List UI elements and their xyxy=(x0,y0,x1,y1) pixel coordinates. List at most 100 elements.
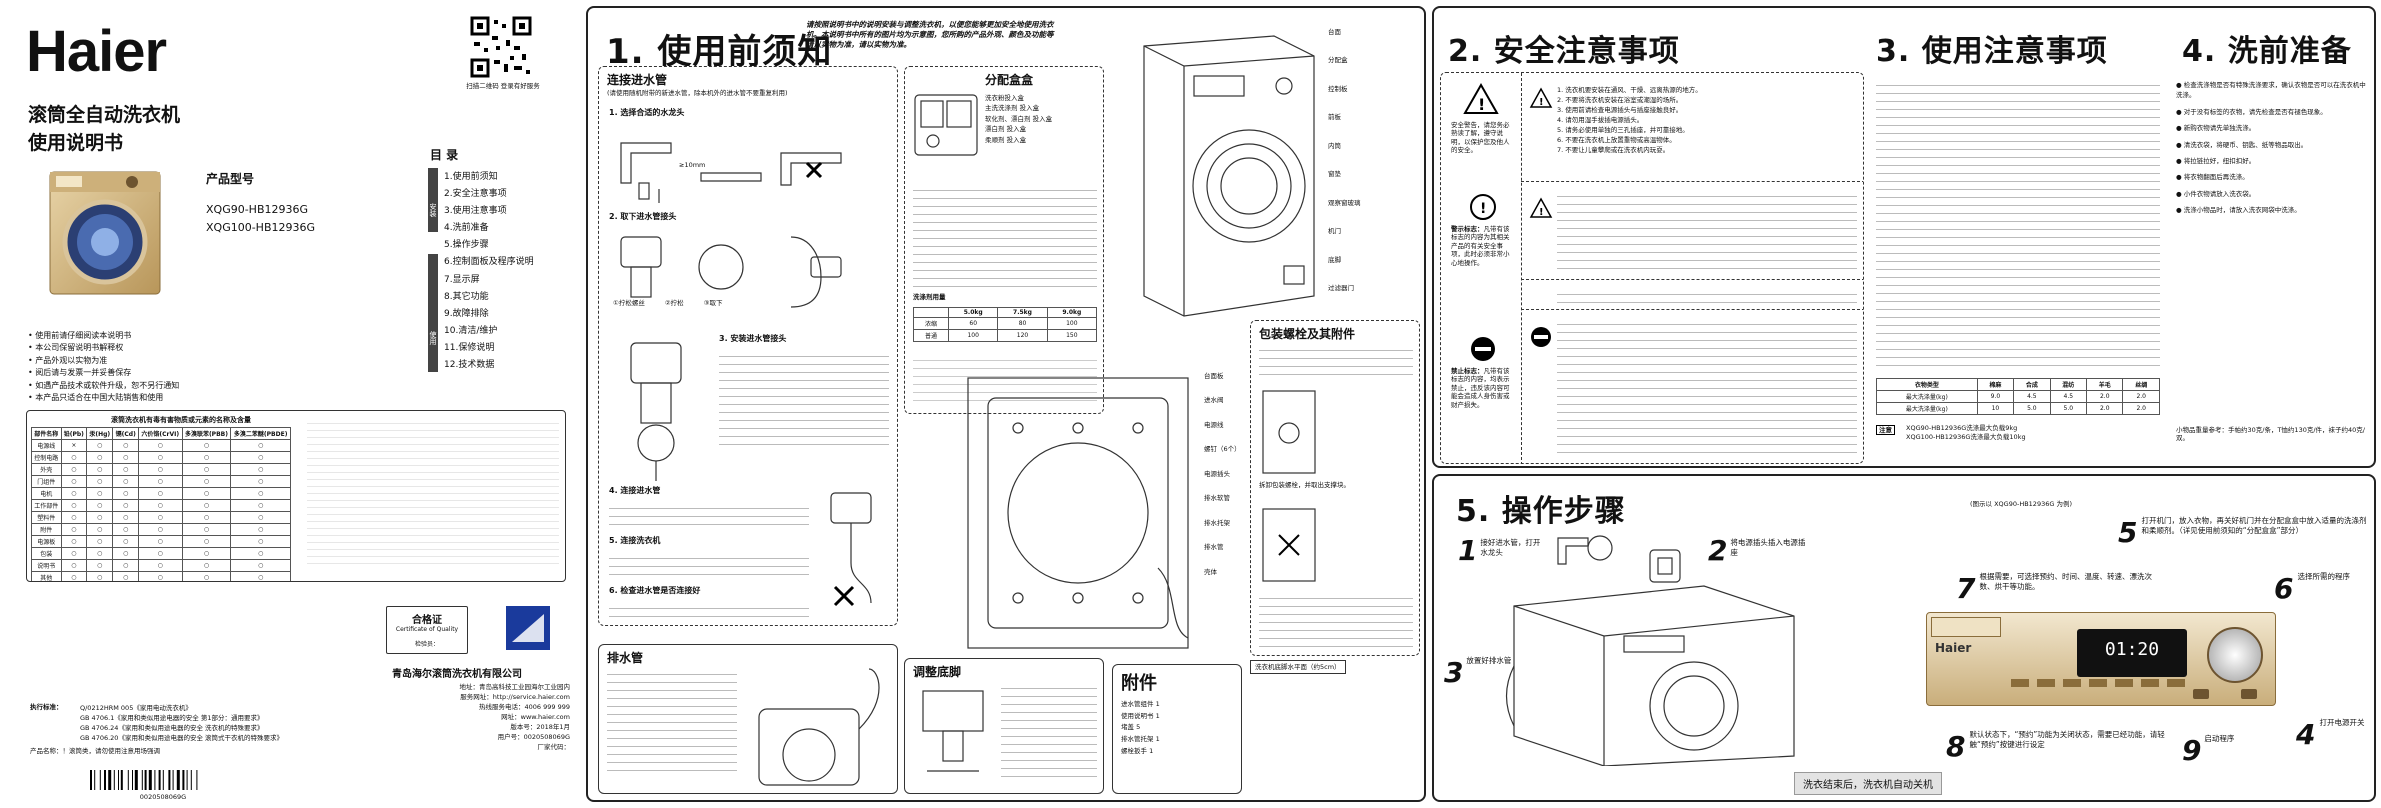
table-cell: ○ xyxy=(60,451,88,464)
start-button[interactable] xyxy=(2193,689,2209,699)
version: 版本号：2018年1月 xyxy=(510,723,570,732)
display-time: 01:20 xyxy=(2104,639,2160,660)
power-button[interactable] xyxy=(2241,689,2257,699)
step-9: 9 启动程序 xyxy=(2182,734,2234,767)
barcode-bar xyxy=(182,770,185,790)
step-6-number: 6 xyxy=(2274,572,2294,605)
table-header: 镉(Cd) xyxy=(112,427,140,440)
prep-item: ● 小件衣物请放入洗衣袋。 xyxy=(2176,189,2256,198)
table-cell: ○ xyxy=(60,559,88,572)
step-1-text: 接好进水管，打开水龙头 xyxy=(1480,538,1541,558)
dispenser-box: 分配盒盒 洗衣粉投入盒主洗洗涤剂 投入盒软化剂、漂白剂 投入盒漂白剂 投入盒柔顺… xyxy=(904,66,1104,414)
back-label: 台面板 xyxy=(1204,372,1224,380)
dispenser-illustration xyxy=(914,94,978,156)
table-cell: ○ xyxy=(138,559,183,572)
table-cell: 150 xyxy=(1046,329,1098,342)
step-7: 7 根据需要，可选择预约、时间、温度、转速、漂洗次数、烘干等功能。 xyxy=(1956,572,2156,605)
barcode-bar xyxy=(132,770,133,790)
standards-title: 执行标准： xyxy=(30,703,63,711)
standards-list: Q/0212HRM 005《家用电动洗衣机》GB 4706.1《家用和类似用途电… xyxy=(80,703,360,743)
table-cell: ○ xyxy=(230,475,291,488)
table-cell: ○ xyxy=(86,547,114,560)
hazard-icon-3 xyxy=(1529,325,1553,352)
cover-note: • 如遇产品技术或软件升级，恕不另行通知 xyxy=(28,380,180,390)
section-5-panel: 5. 操作步骤 (图示以 XQG90-HB12936G 为例) 1 接好进水管，… xyxy=(1432,474,2376,802)
back-labels: 台面板进水阀电源线螺钉（6个）电源插头排水软管排水托架排水管壳体 xyxy=(1204,372,1284,592)
qr-caption: 扫描二维码 登录有好服务 xyxy=(466,82,540,90)
barcode-bar xyxy=(118,770,119,790)
cert-inspector: 检验员： xyxy=(414,641,439,648)
washer-operate-illustration xyxy=(1505,585,1795,766)
table-header: 合成 xyxy=(2013,378,2051,391)
table-cell: 4.5 xyxy=(2049,390,2088,403)
drain-title: 排水管 xyxy=(607,651,644,665)
step-3-text: 放置好排水管 xyxy=(1466,656,1512,665)
safety-rule: 1. 洗衣机要安装在通风、干燥、远离热源的地方。 xyxy=(1557,86,1702,94)
barcode-bar xyxy=(196,770,198,790)
adjust-title: 调整底脚 xyxy=(913,665,962,679)
table-cell: ○ xyxy=(112,463,140,476)
barcode-bar xyxy=(134,770,138,790)
table-cell: ○ xyxy=(60,547,88,560)
barcode-bar xyxy=(108,770,112,790)
table-cell: 120 xyxy=(997,329,1048,342)
dispenser-item: 洗衣粉投入盒 xyxy=(985,94,1024,102)
table-cell: ○ xyxy=(230,511,291,524)
table-cell: ○ xyxy=(230,487,291,500)
table-cell: 附件 xyxy=(31,523,62,536)
service-logo xyxy=(506,606,550,650)
dispenser-item: 漂白剂 投入盒 xyxy=(985,125,1027,134)
front-label: 观察窗玻璃 xyxy=(1328,198,1361,207)
table-cell: ○ xyxy=(230,523,291,536)
barcode-bar xyxy=(158,770,161,790)
table-cell: 说明书 xyxy=(31,559,62,572)
program-knob[interactable] xyxy=(2207,627,2263,683)
table-cell: 外壳 xyxy=(31,463,62,476)
pack-step1-illustration xyxy=(1262,390,1316,474)
table-cell: ○ xyxy=(86,535,114,548)
step-6: 6 选择所需的程序 xyxy=(2274,572,2374,605)
table-cell: 浓缩 xyxy=(912,317,950,330)
table-header: 羊毛 xyxy=(2086,378,2124,391)
safety-box: ! 安全警告，请您务必熟读了解，遵守说明，以保护您及他人的安全。 ! 警示标志：… xyxy=(1440,72,1864,464)
product-line1: 滚筒全自动洗衣机 xyxy=(28,104,181,126)
table-cell: ○ xyxy=(230,535,291,548)
table-cell: ○ xyxy=(138,523,183,536)
table-cell: 最大洗涤量(kg) xyxy=(1876,402,1978,415)
table-cell: × xyxy=(60,439,88,452)
barcode: 0020508069G xyxy=(88,770,238,801)
tap-icon xyxy=(1554,528,1614,571)
accessory-item: 进水管组件 1 xyxy=(1121,700,1160,708)
function-buttons[interactable] xyxy=(2011,679,2191,687)
prep-items: ● 检查洗涤物是否有特殊洗涤要求，确认衣物是否可以在洗衣机中洗涤。● 对于没有标… xyxy=(2176,80,2370,222)
cover-page: Haier 扫描二维码 登录有好服务 滚筒全自动洗衣机 使用说明书 xyxy=(0,0,580,808)
step-3-text xyxy=(719,349,889,449)
safety-rule: 2. 不要将洗衣机安装在浴室或潮湿的场所。 xyxy=(1557,96,1683,105)
accessory-item: 排水管托架 1 xyxy=(1121,735,1160,744)
step-2-label: ③取下 xyxy=(703,299,723,307)
back-label: 排水管 xyxy=(1204,543,1224,552)
table-cell: ○ xyxy=(112,451,140,464)
sec2-title: 2. 安全注意事项 xyxy=(1448,34,1680,69)
sec1-title: 1. 使用前须知 xyxy=(606,32,833,72)
address: 地址：青岛高科技工业园海尔工业园内 xyxy=(459,683,571,691)
packaging-title: 包装螺栓及其附件 xyxy=(1259,327,1356,341)
front-label: 控制板 xyxy=(1328,84,1348,93)
accessory-item: 使用说明书 1 xyxy=(1121,711,1160,720)
step-2: 2 将电源插头插入电源插座 xyxy=(1708,534,1810,567)
product-line2: 使用说明书 xyxy=(28,131,124,154)
table-cell: 普通 xyxy=(912,329,950,342)
plug-icon xyxy=(1646,546,1696,589)
table-row: 塑料件○○○○○○ xyxy=(31,511,291,524)
table-header: 棉麻 xyxy=(1976,378,2015,391)
tap-illustration xyxy=(620,142,842,203)
svg-text:!: ! xyxy=(1539,207,1544,218)
product-name-note: 产品名称：！滚筒类，请勿使用注意用场强调 xyxy=(30,747,160,756)
step-2-label: ②拧松 xyxy=(664,299,684,307)
accessory-item: 螺栓扳手 1 xyxy=(1121,746,1154,755)
washer-front-illustration xyxy=(1143,35,1315,317)
